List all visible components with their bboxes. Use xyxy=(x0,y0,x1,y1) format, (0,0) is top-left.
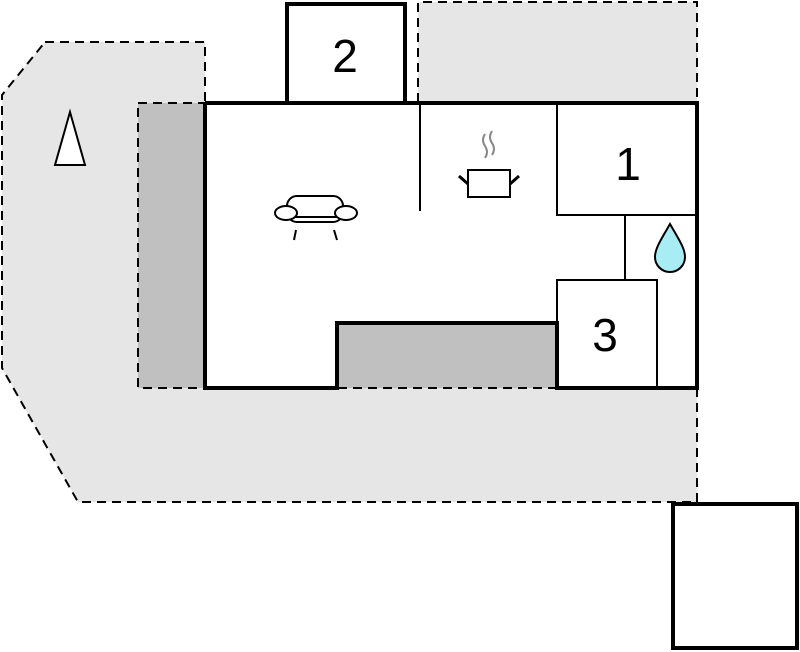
water-drop-icon xyxy=(653,221,687,273)
cooking-pot-icon xyxy=(458,130,520,198)
sofa-icon xyxy=(274,195,358,241)
covered-area-bottom xyxy=(336,322,558,389)
room-label-2: 2 xyxy=(332,30,358,82)
room-3-walls xyxy=(556,279,658,388)
tree-icon xyxy=(53,108,87,166)
room-label-1: 1 xyxy=(615,138,641,190)
room-label-3: 3 xyxy=(592,309,618,361)
house-interior xyxy=(205,103,697,388)
outbuilding xyxy=(671,502,799,650)
room-1-walls xyxy=(556,103,697,216)
room-2-box xyxy=(285,2,407,105)
covered-area-left xyxy=(137,102,206,389)
